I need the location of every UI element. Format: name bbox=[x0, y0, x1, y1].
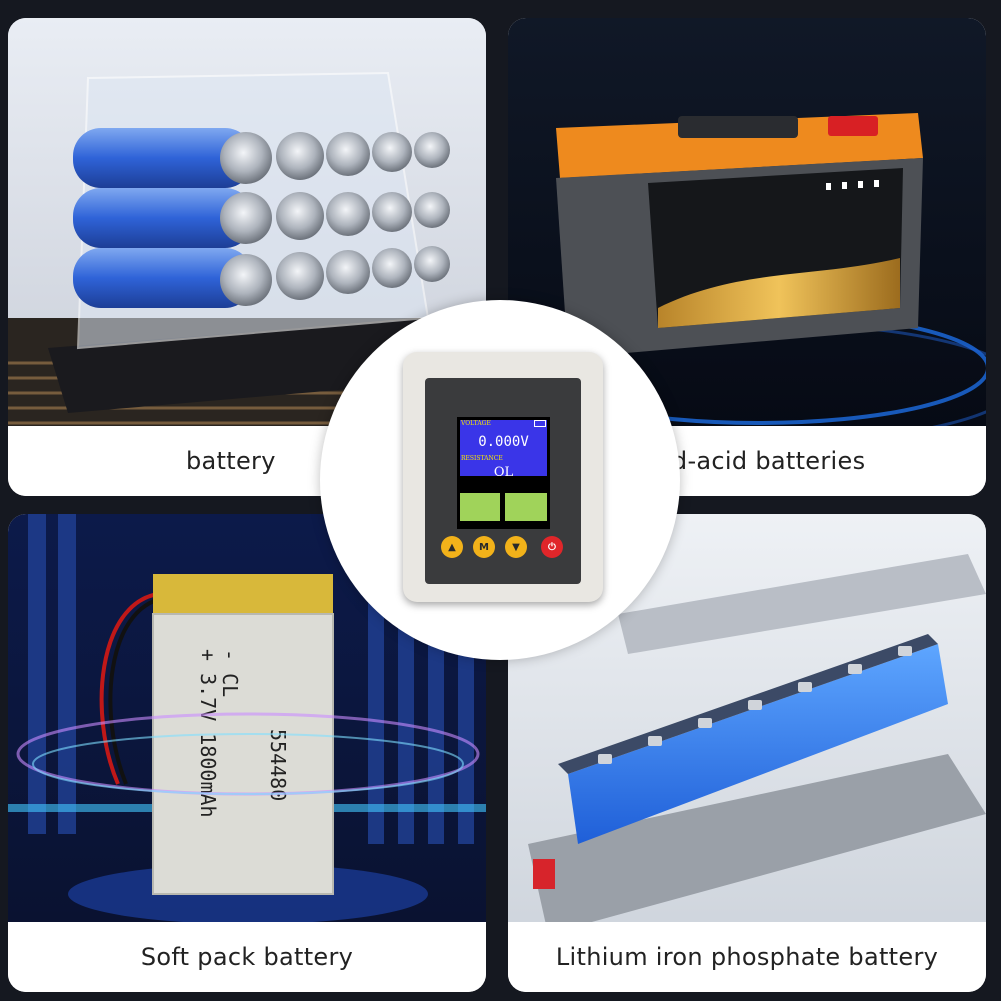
battery-tester-device: VOLTAGE 0.000V RESISTANCE OL ▲ M ▼ ⏻ bbox=[403, 352, 603, 602]
voltage-label: VOLTAGE bbox=[461, 420, 491, 427]
down-button[interactable]: ▼ bbox=[505, 536, 527, 558]
power-button[interactable]: ⏻ bbox=[541, 536, 563, 558]
card-label: Soft pack battery bbox=[8, 922, 486, 992]
screen-status-block-right bbox=[505, 493, 547, 521]
cell-model-number: 554480 bbox=[266, 729, 290, 801]
resistance-label: RESISTANCE bbox=[461, 455, 503, 462]
cell-text-line1: - CL bbox=[218, 649, 242, 697]
voltage-value: 0.000V bbox=[478, 434, 529, 450]
cell-text-line2: + 3.7V 1800mAh bbox=[196, 649, 220, 818]
resistance-value: OL bbox=[493, 465, 514, 480]
up-button[interactable]: ▲ bbox=[441, 536, 463, 558]
cylindrical-battery-pack-image bbox=[8, 18, 486, 438]
card-lead-acid-battery: Lead-acid batteries bbox=[508, 18, 986, 496]
screen-top-area bbox=[460, 420, 547, 476]
screen-status-block-left bbox=[460, 493, 500, 521]
device-panel: VOLTAGE 0.000V RESISTANCE OL ▲ M ▼ ⏻ bbox=[425, 378, 581, 584]
device-screen: VOLTAGE 0.000V RESISTANCE OL bbox=[457, 417, 550, 529]
mode-button[interactable]: M bbox=[473, 536, 495, 558]
card-label: Lithium iron phosphate battery bbox=[508, 922, 986, 992]
battery-level-icon bbox=[534, 420, 546, 427]
